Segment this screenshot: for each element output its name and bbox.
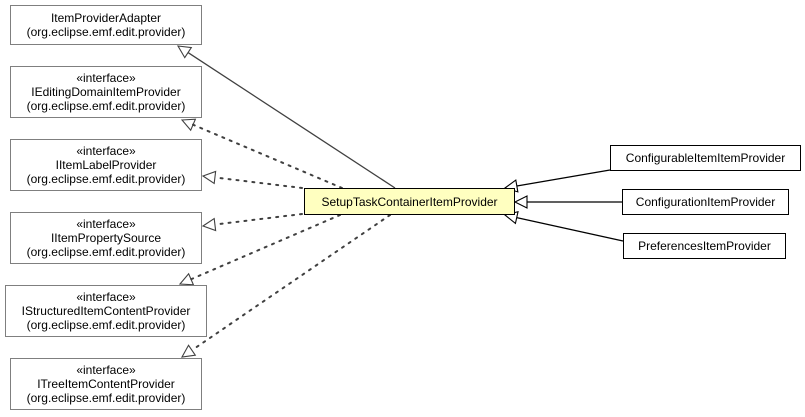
interface-name: IItemPropertySource (50, 231, 162, 245)
class-package: (org.eclipse.emf.edit.provider) (26, 25, 186, 39)
parent-edge-iediting-domain-item-provider (192, 123, 343, 189)
parent-edge-iitem-label-provider (213, 176, 303, 189)
interface-stereotype: «interface» (76, 217, 136, 231)
child-edge-preferences-item-provider (516, 216, 624, 242)
class-name: ConfigurationItemProvider (635, 195, 776, 209)
interface-istructured-item-content-provider[interactable]: «interface» IStructuredItemContentProvid… (5, 285, 207, 337)
interface-stereotype: «interface» (76, 290, 136, 304)
interface-package: (org.eclipse.emf.edit.provider) (26, 172, 186, 186)
interface-package: (org.eclipse.emf.edit.provider) (26, 391, 186, 405)
child-edge-configurable-item-item-provider (516, 169, 611, 187)
interface-stereotype: «interface» (76, 363, 136, 377)
class-name: PreferencesItemProvider (638, 239, 771, 253)
parent-edge-item-provider-adapter (187, 52, 396, 189)
class-configurable-item-item-provider[interactable]: ConfigurableItemItemProvider (610, 145, 801, 171)
parent-edge-istructured-item-content-provider (190, 214, 341, 281)
parent-edge-iitem-property-source-arrowhead (201, 217, 217, 232)
interface-package: (org.eclipse.emf.edit.provider) (26, 99, 186, 113)
interface-name: IItemLabelProvider (55, 158, 157, 172)
interface-iitem-label-provider[interactable]: «interface» IItemLabelProvider (org.ecli… (10, 139, 202, 191)
interface-name: IEditingDomainItemProvider (31, 85, 181, 99)
child-edge-configuration-item-provider-arrowhead (513, 195, 528, 209)
class-setup-task-container-item-provider[interactable]: SetupTaskContainerItemProvider (304, 188, 515, 215)
class-configuration-item-provider[interactable]: ConfigurationItemProvider (622, 189, 789, 215)
interface-name: ITreeItemContentProvider (37, 377, 175, 391)
interface-name: IStructuredItemContentProvider (21, 304, 191, 318)
interface-package: (org.eclipse.emf.edit.provider) (26, 318, 186, 332)
interface-iediting-domain-item-provider[interactable]: «interface» IEditingDomainItemProvider (… (10, 66, 202, 118)
class-name: ConfigurableItemItemProvider (625, 151, 786, 165)
interface-stereotype: «interface» (76, 71, 136, 85)
parent-edge-itree-item-content-provider-arrowhead (180, 344, 197, 358)
parent-edge-itree-item-content-provider (190, 214, 391, 352)
class-preferences-item-provider[interactable]: PreferencesItemProvider (623, 233, 786, 259)
interface-stereotype: «interface» (76, 144, 136, 158)
interface-package: (org.eclipse.emf.edit.provider) (26, 245, 186, 259)
class-name: ItemProviderAdapter (50, 11, 162, 25)
interface-iitem-property-source[interactable]: «interface» IItemPropertySource (org.ecl… (10, 212, 202, 264)
class-item-provider-adapter[interactable]: ItemProviderAdapter (org.eclipse.emf.edi… (10, 5, 202, 45)
interface-itree-item-content-provider[interactable]: «interface» ITreeItemContentProvider (or… (10, 358, 202, 410)
class-name: SetupTaskContainerItemProvider (321, 194, 498, 209)
parent-edge-item-provider-adapter-arrowhead (176, 45, 193, 59)
parent-edge-iitem-property-source (213, 213, 303, 226)
parent-edge-iitem-label-provider-arrowhead (201, 170, 217, 185)
